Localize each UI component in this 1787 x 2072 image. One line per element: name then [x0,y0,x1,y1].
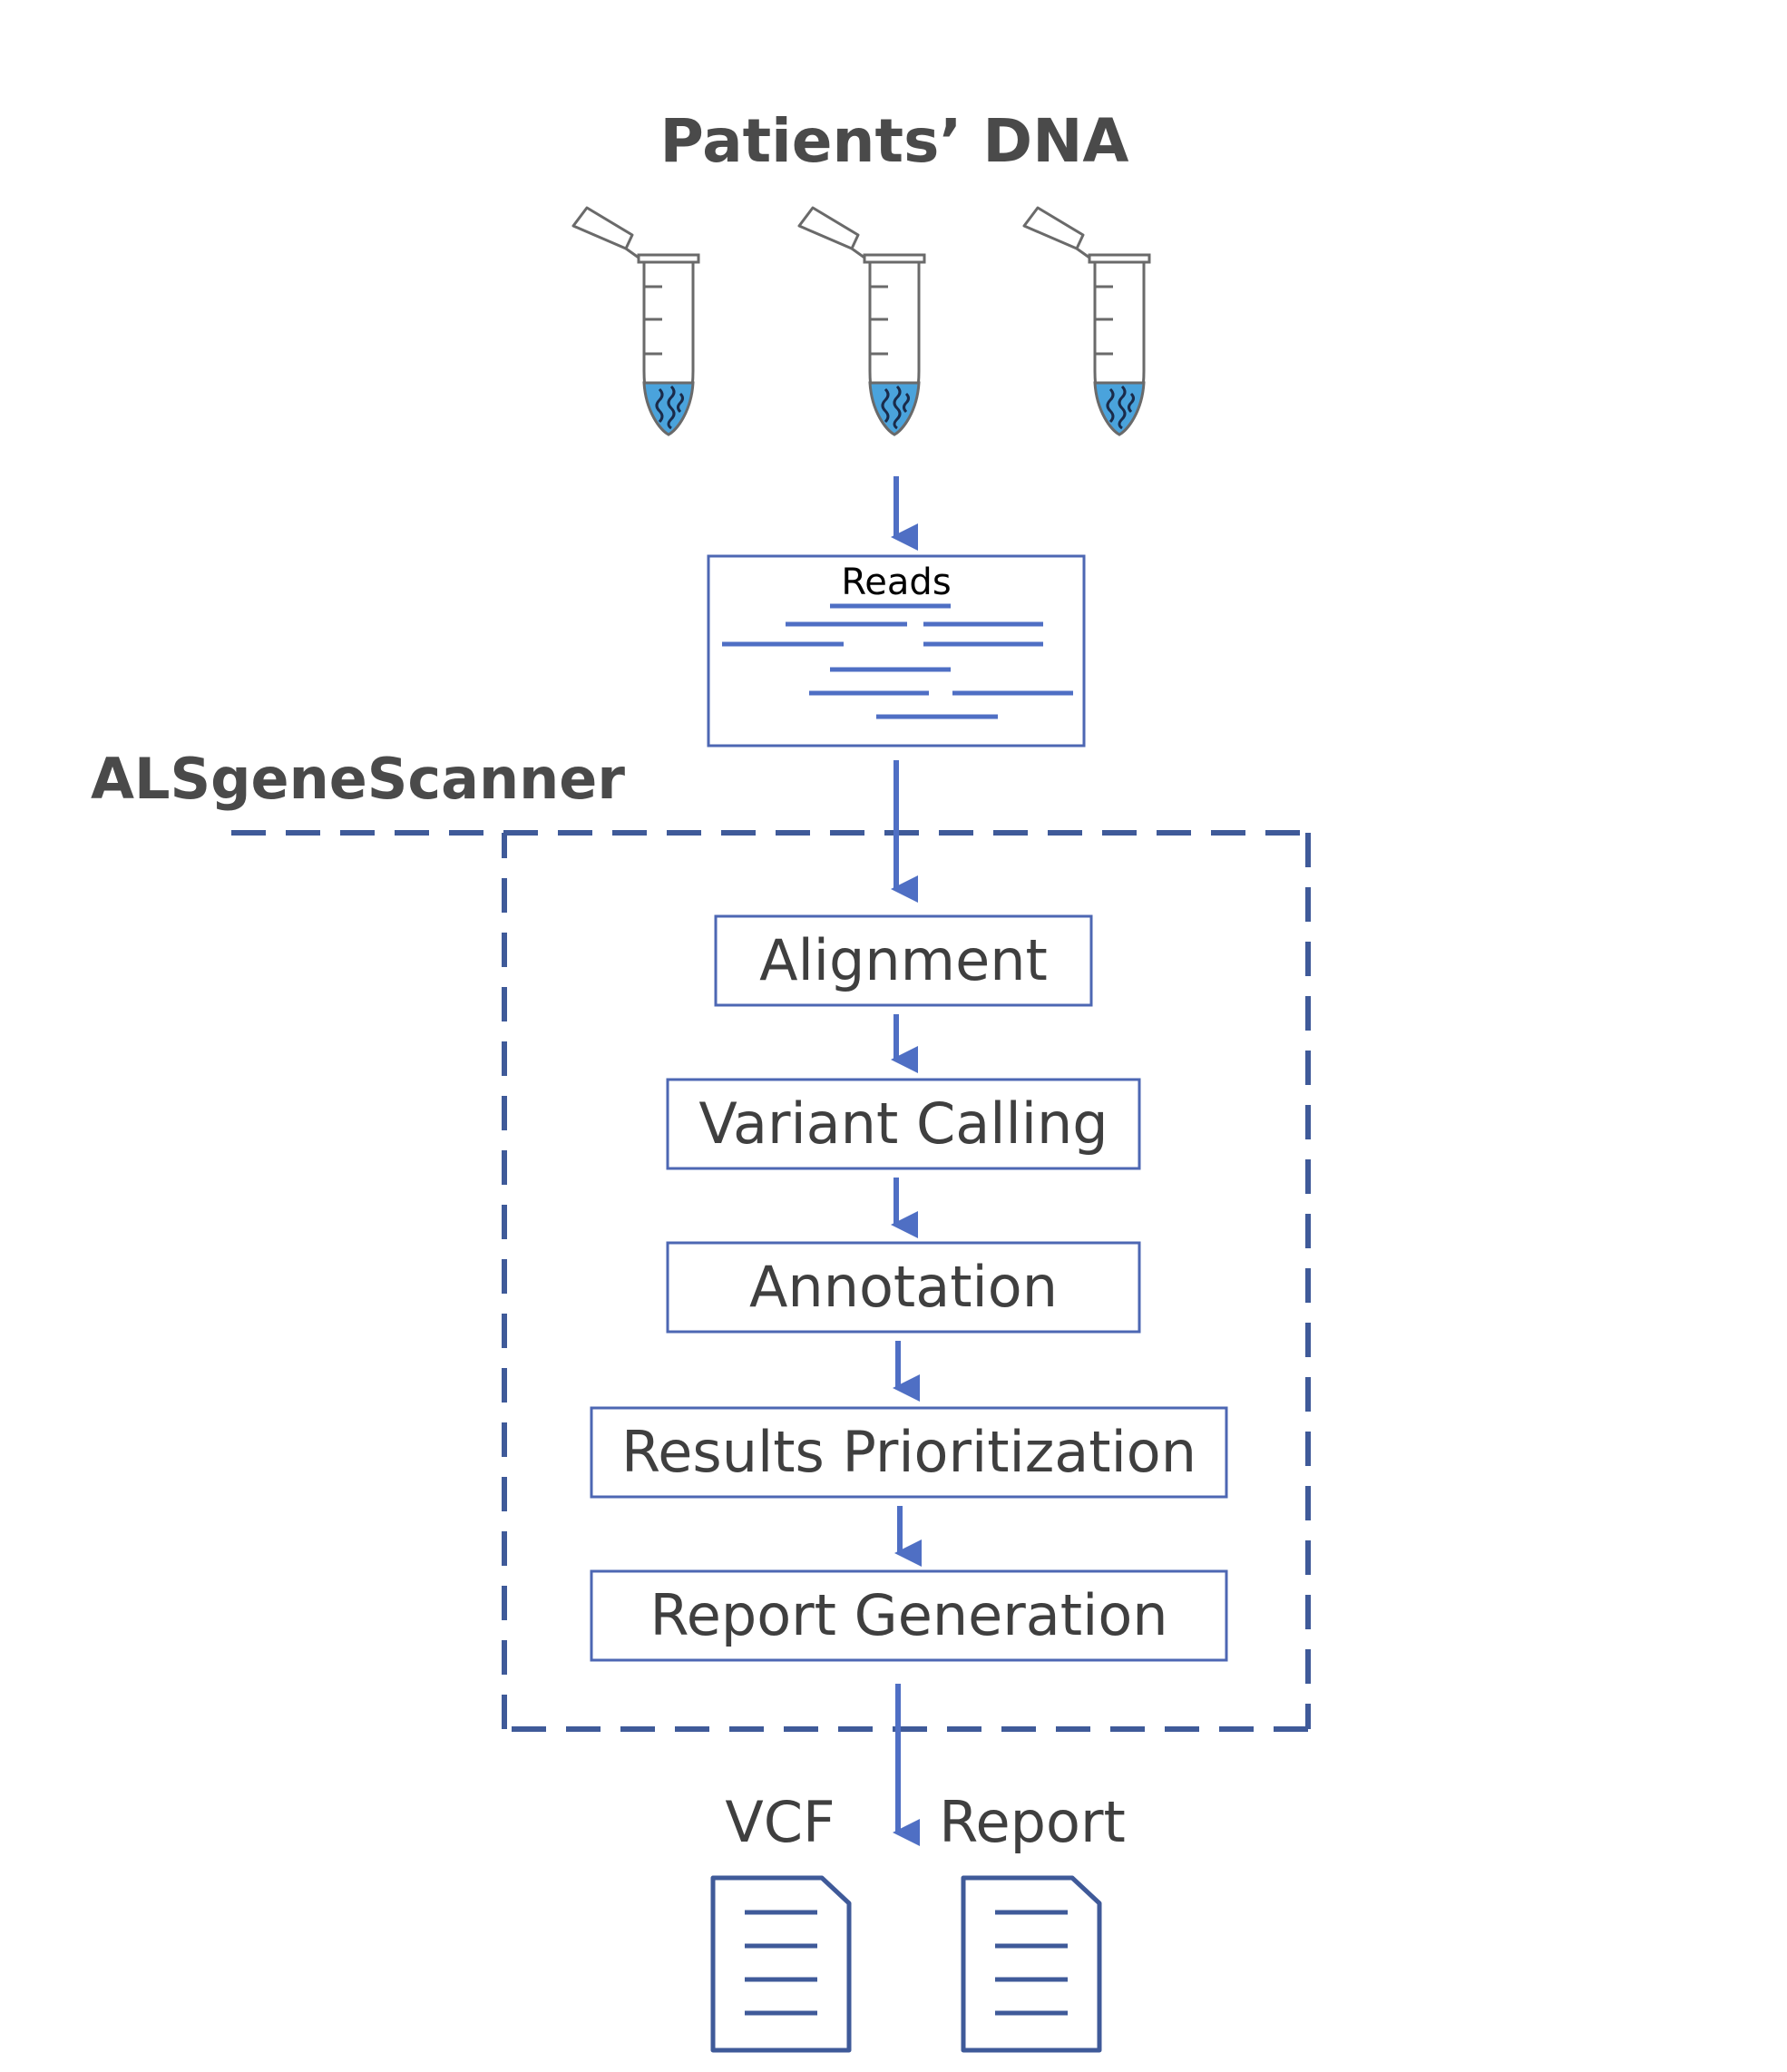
output-label-vcf: VCF [725,1789,835,1855]
reads-box: Reads [707,554,1086,748]
step-report-generation: Report Generation [590,1569,1228,1662]
step-alignment: Alignment [714,914,1093,1007]
step-label: Results Prioritization [621,1419,1196,1485]
step-label: Report Generation [649,1582,1167,1648]
step-label: Variant Calling [698,1090,1108,1157]
tube-icon [797,206,926,436]
step-variant-calling: Variant Calling [666,1078,1141,1170]
step-annotation: Annotation [666,1241,1141,1334]
document-icon [963,1878,1099,2050]
pipeline-name: ALSgeneScanner [91,746,625,812]
pipeline-boundary [231,830,1311,1732]
input-title: Patients’ DNA [659,106,1128,176]
step-label: Alignment [759,927,1048,993]
document-icon [713,1878,849,2050]
step-results-prioritization: Results Prioritization [590,1406,1228,1499]
tube-icon [571,206,700,436]
output-label-report: Report [939,1789,1126,1855]
reads-label: Reads [841,562,951,603]
step-label: Annotation [749,1254,1058,1320]
tube-icon [1022,206,1151,436]
read-segments [722,603,1073,719]
